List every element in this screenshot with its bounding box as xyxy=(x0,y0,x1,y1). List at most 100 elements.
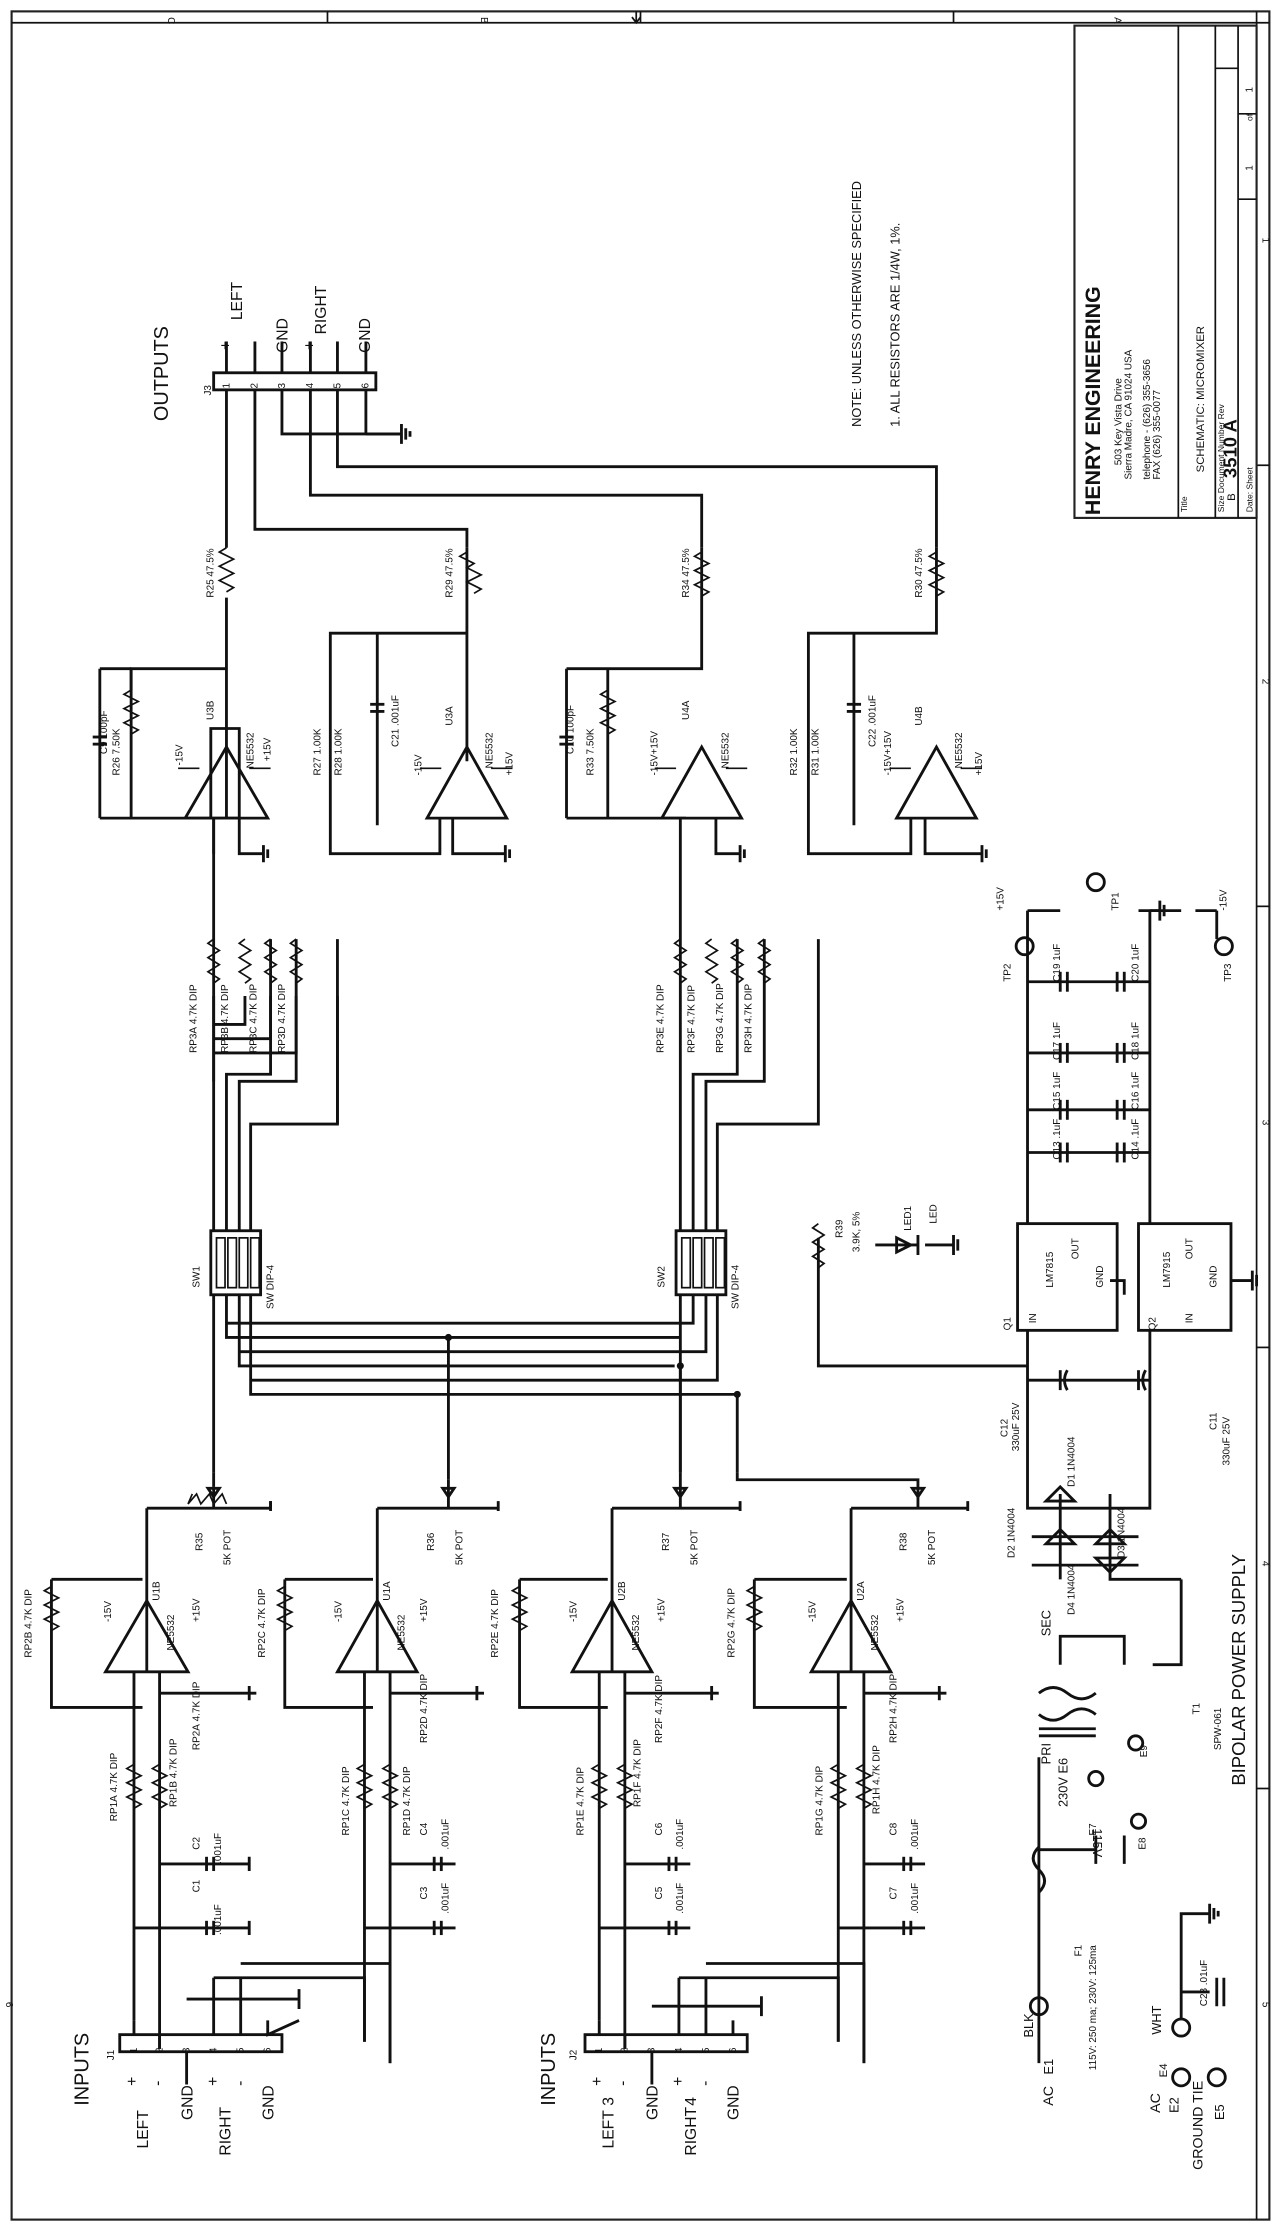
j3-label-right: RIGHT xyxy=(313,285,330,334)
rp1c-ref: RP1C 4.7K DIP xyxy=(341,1766,352,1835)
tp2-label: TP2 xyxy=(1002,963,1013,982)
r29-ref: R29 47.5% xyxy=(445,548,456,597)
c1-ref: C1 xyxy=(191,1879,202,1892)
u1a-part: NE5532 xyxy=(396,1614,407,1650)
t1-part: SPW-061 xyxy=(1213,1707,1224,1750)
r36-val: 5K POT xyxy=(455,1530,466,1565)
fuse-ref: F1 xyxy=(1074,1944,1085,1956)
q2-out: OUT xyxy=(1185,1238,1196,1259)
u4b-part: NE5532 xyxy=(954,732,965,768)
j3-label-plus-2: + xyxy=(302,341,319,350)
rp2d-ref: RP2D 4.7K DIP xyxy=(419,1674,430,1743)
c22-ref: C22 .001uF xyxy=(867,695,878,747)
j1-pin-3: 3 xyxy=(181,2047,192,2053)
j3-pin-4: 4 xyxy=(305,382,316,388)
power-supply xyxy=(811,872,1259,2088)
u2a-vpos: +15V xyxy=(896,1598,907,1622)
u3a-vneg: -15V xyxy=(413,754,424,775)
u4a-ref: U4A xyxy=(681,700,692,720)
led1-val: LED xyxy=(928,1204,939,1223)
j3-pin-1: 1 xyxy=(221,382,232,388)
j2-pin-2: 2 xyxy=(620,2047,631,2053)
mix-switches xyxy=(206,818,820,1487)
tp3-label: TP3 xyxy=(1223,963,1234,982)
j3-label-minus-1: - xyxy=(246,345,263,350)
rp2c-ref: RP2C 4.7K DIP xyxy=(257,1588,268,1657)
r35-val: 5K POT xyxy=(223,1530,234,1565)
d3-ref: D3 1N4004 xyxy=(1116,1507,1127,1558)
document-number: 3510 A xyxy=(1220,419,1241,478)
border-mark-b: B xyxy=(478,17,489,24)
j3-pin-5: 5 xyxy=(332,382,343,388)
rp1g-ref: RP1G 4.7K DIP xyxy=(815,1765,826,1835)
t1-ref: T1 xyxy=(1192,1702,1203,1714)
j2-label-minus-1: - xyxy=(615,2081,632,2086)
u4b-vpos: +15V xyxy=(974,752,985,776)
j1-label-minus-1: - xyxy=(149,2081,166,2086)
rp3e-ref: RP3E 4.7K DIP xyxy=(655,984,666,1053)
j2-pin-6: 6 xyxy=(728,2047,739,2053)
u3b-ref: U3B xyxy=(206,700,217,720)
c2-ref: C2 xyxy=(191,1837,202,1850)
sec-label: SEC xyxy=(1038,1610,1053,1636)
ground-tie-label: GROUND TIE xyxy=(1191,2081,1207,2170)
c23-ref: C23 .01uF xyxy=(1199,1960,1210,2006)
sw1-val: SW DIP-4 xyxy=(265,1264,276,1309)
schematic-title: SCHEMATIC: MICROMIXER xyxy=(1195,326,1207,472)
rp3h-ref: RP3H 4.7K DIP xyxy=(743,983,754,1052)
j3-label-gnd-2: GND xyxy=(357,318,374,353)
rp2b-ref: RP2B 4.7K DIP xyxy=(24,1589,35,1658)
rp2f-ref: RP2F 4.7K DIP xyxy=(654,1675,665,1743)
sheet-total: 1 xyxy=(1244,86,1255,92)
power-heading: BIPOLAR POWER SUPPLY xyxy=(1228,1554,1249,1786)
j3-ref: J3 xyxy=(203,385,214,396)
j3-pin-6: 6 xyxy=(361,382,372,388)
u1a-ref: U1A xyxy=(382,1581,393,1601)
c20-ref: C20 1uF xyxy=(1130,944,1141,982)
led1-ref: LED1 xyxy=(903,1205,914,1230)
j1-pin-1: 1 xyxy=(129,2047,140,2053)
output-connector-j3 xyxy=(212,341,938,548)
u2b-vpos: +15V xyxy=(657,1598,668,1622)
u3b-vpos: +15V xyxy=(263,737,274,761)
outputs-heading: OUTPUTS xyxy=(151,326,173,421)
c10-ref: C10 100pF xyxy=(566,705,577,754)
q1-out: OUT xyxy=(1071,1238,1082,1259)
rp2e-ref: RP2E 4.7K DIP xyxy=(490,1589,501,1658)
c3-val: .001uF xyxy=(440,1883,451,1914)
c12-ref: C12 xyxy=(1000,1418,1011,1437)
j2-label-right: RIGHT xyxy=(683,2106,700,2155)
c4-val: .001uF xyxy=(440,1819,451,1850)
c7-ref: C7 xyxy=(889,1886,900,1899)
u2a-vneg: -15V xyxy=(808,1601,819,1622)
j1-heading: INPUTS xyxy=(71,2033,93,2106)
rp1b-ref: RP1B 4.7K DIP xyxy=(169,1738,180,1807)
u2b-vneg: -15V xyxy=(568,1601,579,1622)
c9-ref: C9 100pF xyxy=(99,710,110,754)
c15-ref: C15 1uF xyxy=(1052,1072,1063,1110)
input-connector-j2 xyxy=(583,1962,866,2085)
j2-label-gnd-2: GND xyxy=(726,2085,743,2120)
u2b-ref: U2B xyxy=(617,1581,628,1601)
c1-val: .001uF xyxy=(213,1904,224,1935)
c13-ref: C13 .1uF xyxy=(1052,1119,1063,1160)
q2-part: LM7915 xyxy=(1162,1251,1173,1287)
u3b-vneg: -15V xyxy=(174,744,185,765)
c6-ref: C6 xyxy=(654,1822,665,1835)
input-stages xyxy=(42,1472,970,2064)
e4-label: E4 xyxy=(1158,2063,1170,2077)
rp2a-ref: RP2A 4.7K DIP xyxy=(191,1681,202,1750)
j1-pin-5: 5 xyxy=(236,2047,247,2053)
j2-pin-3: 3 xyxy=(647,2047,658,2053)
border-mark-1: 1 xyxy=(1259,238,1270,244)
c5-val: .001uF xyxy=(675,1883,686,1914)
border-mark-2: 2 xyxy=(1259,679,1270,685)
tp1-label: TP1 xyxy=(1111,892,1122,911)
j2-label-left: LEFT xyxy=(600,2110,617,2149)
c14-ref: C14 .1uF xyxy=(1130,1119,1141,1160)
wht-label: WHT xyxy=(1149,2005,1164,2034)
border-mark-c: C xyxy=(165,17,176,24)
j3-label-plus-1: + xyxy=(218,341,235,350)
d1-ref: D1 1N4004 xyxy=(1066,1436,1077,1487)
u1a-vneg: -15V xyxy=(334,1601,345,1622)
